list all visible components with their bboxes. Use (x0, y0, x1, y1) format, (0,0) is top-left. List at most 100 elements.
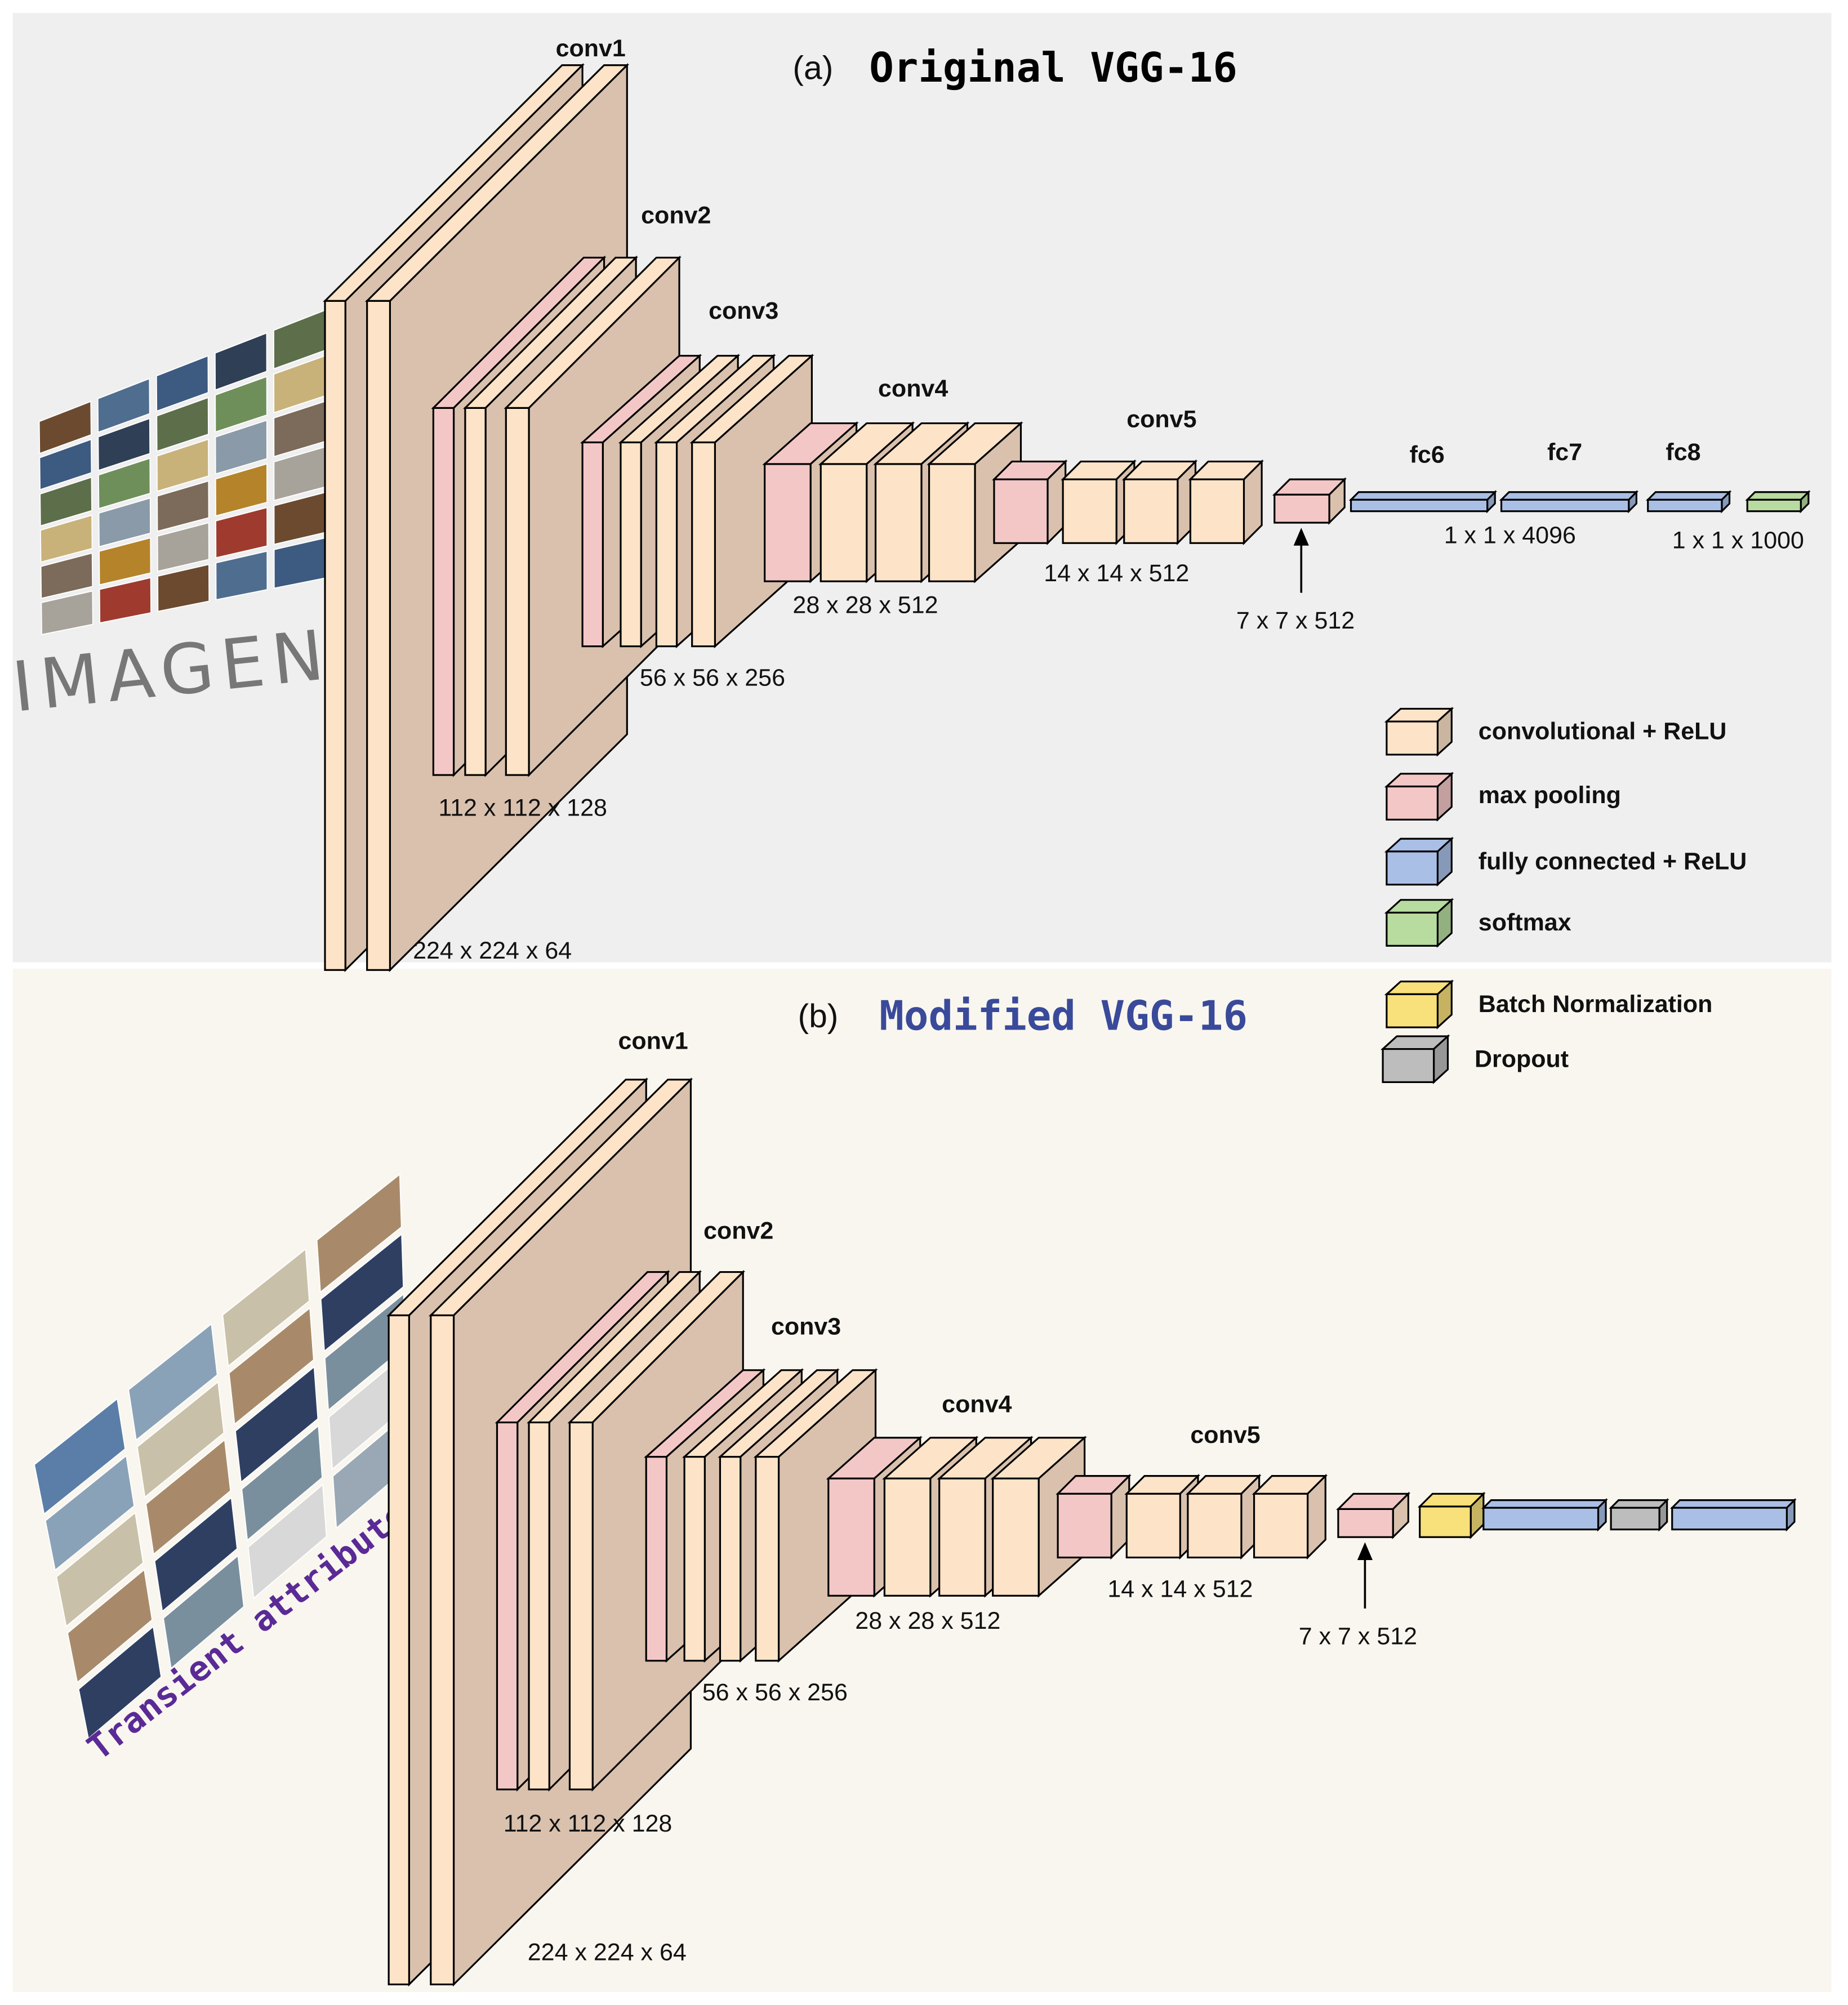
panel-b-title: Modified VGG-16 (879, 993, 1248, 1040)
label-a-conv3: conv3 (709, 297, 778, 324)
panel-b-layers (386, 1077, 1797, 1987)
b-photo-tile (163, 1554, 244, 1670)
b-photo-tile (78, 1625, 162, 1740)
b-conv5-slab-2 (1186, 1473, 1262, 1560)
a-fc7 (1499, 489, 1639, 514)
a-photo-tile (215, 376, 268, 433)
legend-box-conv (1384, 706, 1454, 757)
arrow-a-7x7 (1293, 528, 1309, 593)
a-photo-tile (38, 400, 92, 455)
dim-a-7: 7 x 7 x 512 (1236, 607, 1355, 634)
a-fc6 (1348, 489, 1498, 514)
legend-label-pool: max pooling (1479, 782, 1621, 809)
b-photo-tile (136, 1380, 225, 1498)
a-photo-tile (99, 577, 152, 624)
panel-a-title: Original VGG-16 (869, 44, 1237, 92)
label-a-conv2: conv2 (641, 202, 711, 229)
label-a-fc6: fc6 (1410, 442, 1445, 469)
legend-box-softmax (1384, 898, 1454, 948)
a-pool5 (1272, 477, 1347, 525)
a-photo-tile (214, 332, 268, 391)
panel-b-tag: (b) (798, 998, 838, 1035)
dim-a-112: 112 x 112 x 128 (438, 795, 607, 822)
a-photo-tile (40, 552, 93, 599)
b-photo-tile (222, 1248, 310, 1367)
a-photo-tile (156, 396, 209, 452)
b-photo-tile (128, 1323, 218, 1441)
b-fc-2 (1669, 1498, 1797, 1532)
b-fc-1 (1481, 1498, 1608, 1532)
legend-label-fc: fully connected + ReLU (1479, 848, 1747, 875)
panel-a-tag: (a) (792, 50, 833, 87)
a-conv5-slab-2 (1121, 459, 1198, 546)
a-photo-tile (98, 497, 152, 547)
dim-b-28: 28 x 28 x 512 (855, 1607, 1000, 1634)
a-photo-tile (215, 550, 268, 601)
b-conv5-pool (1056, 1473, 1132, 1560)
label-b-conv1: conv1 (618, 1028, 688, 1055)
b-photo-tile (228, 1307, 314, 1425)
dim-b-56: 56 x 56 x 256 (702, 1679, 848, 1706)
legend-label-softmax: softmax (1479, 909, 1571, 936)
b-photo-tile (145, 1438, 231, 1556)
b-batchnorm (1417, 1491, 1486, 1540)
a-conv5-slab-3 (1188, 459, 1264, 546)
dim-a-1000: 1 x 1 x 1000 (1672, 527, 1804, 554)
a-photo-tile (98, 457, 151, 510)
label-a-fc7: fc7 (1547, 439, 1582, 466)
a-photo-tile (157, 564, 210, 612)
legend-label-batchnorm: Batch Normalization (1479, 991, 1713, 1018)
a-photo-tile (97, 417, 151, 471)
a-photo-tile (41, 590, 93, 635)
b-pool5 (1336, 1491, 1411, 1540)
b-photo-tile (320, 1233, 404, 1352)
dim-a-28: 28 x 28 x 512 (792, 592, 938, 619)
dim-a-224: 224 x 224 x 64 (413, 937, 572, 964)
legend-box-pool (1384, 772, 1454, 822)
b-photo-tile (56, 1512, 144, 1628)
b-photo-tile (34, 1397, 126, 1515)
dim-b-14: 14 x 14 x 512 (1107, 1576, 1253, 1603)
a-photo-tile (39, 514, 93, 563)
a-fc8 (1645, 489, 1732, 514)
b-photo-tile (316, 1173, 402, 1293)
a-photo-tile (39, 438, 92, 491)
a-photo-tile (99, 537, 152, 586)
legend-label-conv: convolutional + ReLU (1479, 718, 1727, 745)
label-a-fc8: fc8 (1666, 439, 1700, 466)
arrow-b-7x7 (1357, 1542, 1373, 1609)
a-photo-tile (215, 463, 268, 517)
a-softmax (1745, 489, 1811, 514)
a-photo-tile (157, 480, 210, 532)
b-photo-tile (247, 1483, 327, 1599)
b-dropout (1609, 1498, 1669, 1532)
b-photo-tile (235, 1366, 319, 1483)
legend-label-dropout: Dropout (1475, 1045, 1569, 1072)
b-photo-tile (44, 1455, 135, 1571)
a-photo-tile (215, 506, 268, 559)
a-photo-tile (156, 438, 210, 492)
a-photo-tile (155, 355, 209, 412)
b-photo-tile (241, 1424, 323, 1541)
label-a-conv1: conv1 (556, 35, 626, 62)
legend-box-batchnorm (1384, 979, 1454, 1030)
a-conv5-pool (992, 459, 1068, 546)
dim-a-56: 56 x 56 x 256 (640, 665, 785, 692)
label-a-conv5: conv5 (1126, 406, 1196, 433)
panel-b-input-images (34, 1173, 410, 1740)
dim-b-112: 112 x 112 x 128 (504, 1810, 673, 1837)
dim-b-224: 224 x 224 x 64 (528, 1939, 687, 1966)
dim-b-7: 7 x 7 x 512 (1299, 1623, 1417, 1650)
dim-a-14: 14 x 14 x 512 (1044, 560, 1189, 587)
label-a-conv4: conv4 (878, 375, 948, 402)
a-photo-tile (157, 522, 210, 572)
b-photo-tile (154, 1496, 238, 1612)
label-b-conv5: conv5 (1190, 1422, 1260, 1449)
legend-box-fc (1384, 836, 1454, 887)
b-photo-tile (66, 1569, 153, 1683)
dim-a-4096: 1 x 1 x 4096 (1444, 522, 1576, 549)
a-photo-tile (39, 476, 92, 527)
panel-a-input-images (38, 309, 326, 635)
label-b-conv4: conv4 (942, 1391, 1012, 1418)
